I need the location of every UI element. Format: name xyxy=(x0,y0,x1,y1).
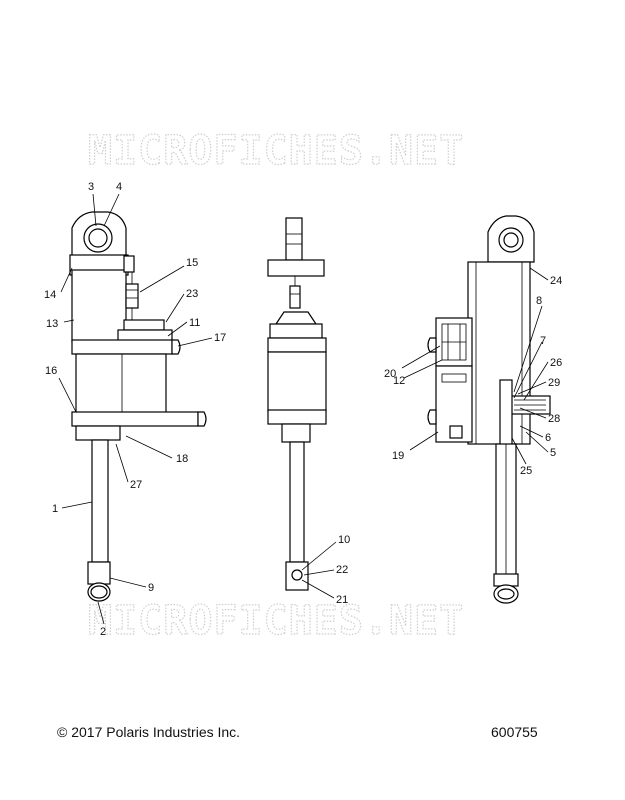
callout-4: 4 xyxy=(116,181,122,193)
cut-housing xyxy=(467,261,531,445)
side-adjuster xyxy=(274,311,318,325)
callout-16: 16 xyxy=(45,365,57,377)
reservoir-cylinder xyxy=(75,353,167,415)
callout-1: 1 xyxy=(52,503,58,515)
lower-eye-bushing xyxy=(90,585,108,599)
cut-fitting-left-lower xyxy=(427,409,437,425)
body-bottom xyxy=(75,425,121,441)
callout-27: 27 xyxy=(130,479,142,491)
callout-17: 17 xyxy=(214,332,226,344)
callout-5: 5 xyxy=(550,447,556,459)
side-cap xyxy=(267,259,325,277)
cut-fitting-left xyxy=(427,337,437,353)
callout-9: 9 xyxy=(148,582,154,594)
shock-body xyxy=(71,269,127,343)
callout-8: 8 xyxy=(536,295,542,307)
callout-26: 26 xyxy=(550,357,562,369)
callout-6: 6 xyxy=(545,432,551,444)
cut-floating-piston xyxy=(449,425,463,439)
side-body-bottom xyxy=(281,423,311,443)
side-hose-nut xyxy=(289,285,301,309)
copyright-text: © 2017 Polaris Industries Inc. xyxy=(57,724,241,740)
callout-12: 12 xyxy=(393,375,405,387)
callout-20: 20 xyxy=(384,368,396,380)
lower-collar-tab xyxy=(197,411,207,427)
shock-exterior-view xyxy=(69,211,207,602)
hose-nut xyxy=(125,283,139,309)
callout-15: 15 xyxy=(186,257,198,269)
callout-24: 24 xyxy=(550,275,562,287)
shock-cutaway-view xyxy=(427,215,551,604)
side-adjuster-base xyxy=(269,323,323,339)
callout-2: 2 xyxy=(100,626,106,638)
watermark-top: MICROFICHES.NET xyxy=(88,128,464,174)
callout-labels: 3 4 14 13 16 15 23 11 17 18 27 1 9 2 10 … xyxy=(44,181,562,638)
callout-23: 23 xyxy=(186,288,198,300)
callout-21: 21 xyxy=(336,594,348,606)
cut-lower-eye-bore xyxy=(497,588,515,600)
leader-lines xyxy=(58,193,549,625)
callout-18: 18 xyxy=(176,453,188,465)
callout-28: 28 xyxy=(548,413,560,425)
side-cylinder xyxy=(267,351,327,413)
callout-13: 13 xyxy=(46,318,58,330)
callout-22: 22 xyxy=(336,564,348,576)
lower-collar xyxy=(71,411,199,427)
cut-top-eye-bore xyxy=(503,232,519,248)
reservoir-fitting xyxy=(123,255,135,273)
callout-14: 14 xyxy=(44,289,56,301)
side-top-mount xyxy=(285,217,303,261)
shock-side-view xyxy=(267,217,327,591)
callout-10: 10 xyxy=(338,534,350,546)
callout-29: 29 xyxy=(548,377,560,389)
watermark-bottom: MICROFICHES.NET xyxy=(88,598,464,644)
lower-eye-block xyxy=(87,561,111,585)
side-lower-collar xyxy=(267,409,327,425)
callout-11: 11 xyxy=(189,317,200,329)
callout-3: 3 xyxy=(88,181,94,193)
top-eye-inner xyxy=(88,228,108,248)
callout-25: 25 xyxy=(520,465,532,477)
adjuster-knob xyxy=(123,319,165,331)
cut-lower-eye-block xyxy=(493,573,519,587)
side-lower-eye-bolt xyxy=(291,569,303,581)
upper-collar xyxy=(71,339,173,355)
document-number: 600755 xyxy=(491,724,538,740)
side-shaft xyxy=(289,441,305,563)
upper-collar-tab xyxy=(171,339,181,355)
callout-19: 19 xyxy=(392,450,404,462)
callout-7: 7 xyxy=(540,335,546,347)
piston-shaft xyxy=(91,439,109,563)
side-upper-collar xyxy=(267,337,327,353)
